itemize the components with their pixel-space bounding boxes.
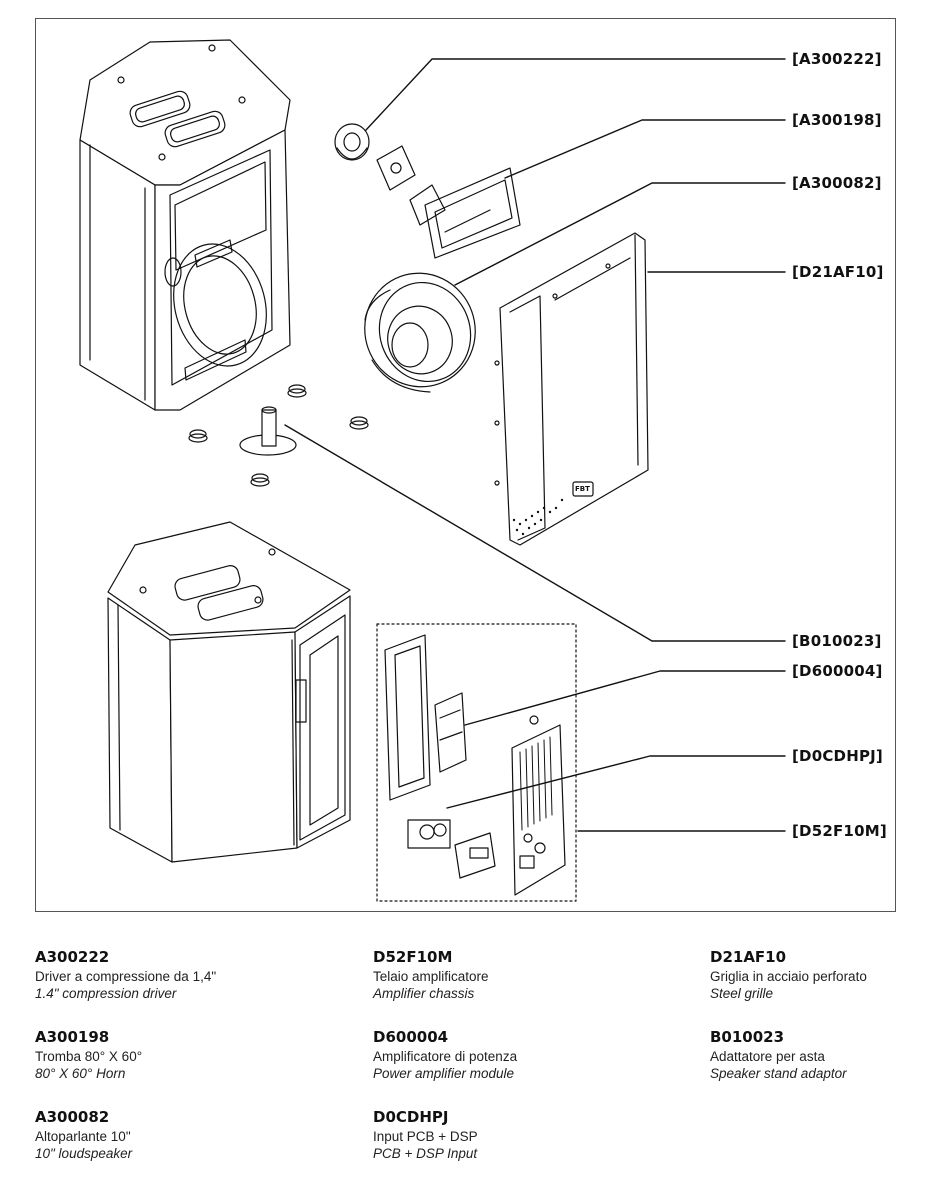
- part-desc-en: Speaker stand adaptor: [710, 1066, 847, 1081]
- part-desc-it: Telaio amplificatore: [373, 969, 489, 984]
- part-desc-it: Adattatore per asta: [710, 1049, 825, 1064]
- woofer-drawing: [364, 272, 476, 393]
- part-desc-it: Driver a compressione da 1,4": [35, 969, 217, 984]
- amplifier-chassis-drawing: [511, 715, 566, 896]
- callout-a300082: [A300082]: [792, 174, 882, 192]
- callout-d21af10: [D21AF10]: [792, 263, 884, 281]
- legend-item: A300082 Altoparlante 10" 10" loudspeaker: [35, 1108, 132, 1161]
- cabinet-open-drawing: [79, 39, 291, 411]
- part-desc-it: Griglia in acciaio perforato: [710, 969, 867, 984]
- part-desc-it: Input PCB + DSP: [373, 1129, 478, 1144]
- legend-item: D21AF10 Griglia in acciaio perforato Ste…: [710, 948, 867, 1001]
- legend-item: A300222 Driver a compressione da 1,4" 1.…: [35, 948, 216, 1001]
- part-desc-en: 80° X 60° Horn: [35, 1066, 126, 1081]
- amplifier-group-box: [376, 623, 577, 902]
- exploded-view-drawing: [79, 39, 786, 902]
- power-amplifier-drawing: [434, 692, 467, 773]
- part-code: A300222: [35, 948, 110, 966]
- part-code: D600004: [373, 1028, 449, 1046]
- legend-item: D52F10M Telaio amplificatore Amplifier c…: [373, 948, 489, 1001]
- exploded-view-frame: [35, 18, 896, 912]
- part-code: B010023: [710, 1028, 785, 1046]
- part-code: A300082: [35, 1108, 110, 1126]
- part-desc-en: 1.4" compression driver: [35, 986, 177, 1001]
- part-desc-en: 10" loudspeaker: [35, 1146, 133, 1161]
- legend-item: A300198 Tromba 80° X 60° 80° X 60° Horn: [35, 1028, 142, 1081]
- part-desc-en: Amplifier chassis: [373, 986, 475, 1001]
- grille-drawing: [494, 232, 649, 546]
- input-pcb-drawing: [407, 819, 496, 879]
- grille-logo: FBT: [575, 485, 590, 493]
- driver-plate-drawing: [376, 145, 416, 191]
- callout-d52f10m: [D52F10M]: [792, 822, 887, 840]
- callout-a300222: [A300222]: [792, 50, 882, 68]
- part-desc-it: Tromba 80° X 60°: [35, 1049, 143, 1064]
- part-code: A300198: [35, 1028, 110, 1046]
- legend-item: D0CDHPJ Input PCB + DSP PCB + DSP Input: [373, 1108, 478, 1161]
- cabinet-assembled-drawing: [107, 521, 351, 863]
- callout-a300198: [A300198]: [792, 111, 882, 129]
- amp-gasket-drawing: [384, 634, 431, 801]
- leader-lines: [284, 58, 786, 832]
- compression-driver-drawing: [334, 123, 370, 161]
- legend-item: D600004 Amplificatore di potenza Power a…: [373, 1028, 517, 1081]
- part-code: D0CDHPJ: [373, 1108, 449, 1126]
- cabinet-feet-drawing: [188, 384, 369, 487]
- callout-d0cdhpj: [D0CDHPJ]: [792, 747, 883, 765]
- legend-item: B010023 Adattatore per asta Speaker stan…: [710, 1028, 847, 1081]
- callout-d600004: [D600004]: [792, 662, 883, 680]
- part-desc-it: Amplificatore di potenza: [373, 1049, 518, 1064]
- part-desc-en: Steel grille: [710, 986, 774, 1001]
- part-code: D52F10M: [373, 948, 453, 966]
- part-code: D21AF10: [710, 948, 787, 966]
- part-desc-en: PCB + DSP Input: [373, 1146, 478, 1161]
- part-desc-en: Power amplifier module: [373, 1066, 515, 1081]
- horn-drawing: [409, 167, 521, 259]
- stand-adaptor-drawing: [239, 406, 297, 456]
- part-desc-it: Altoparlante 10": [35, 1129, 131, 1144]
- callout-b010023: [B010023]: [792, 632, 882, 650]
